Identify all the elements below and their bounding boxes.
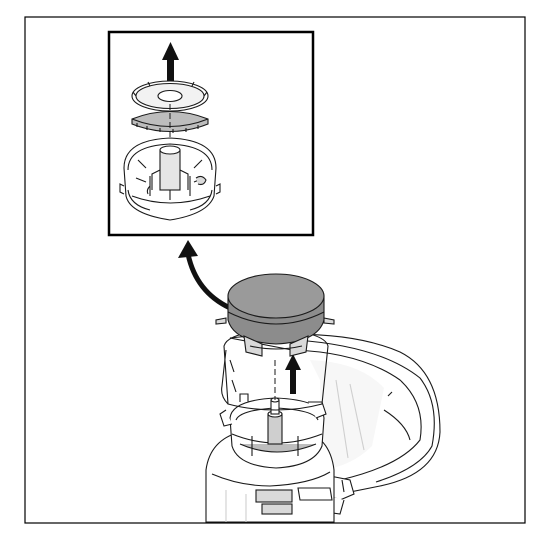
- spool-cover-cap: [215, 273, 335, 357]
- small-up-arrow-icon: [285, 354, 301, 394]
- spool-base: [131, 111, 209, 133]
- spool-seat: [219, 393, 327, 469]
- spool-disc: [131, 80, 209, 112]
- up-arrow-icon: [162, 42, 179, 89]
- trimmer-assembly: [205, 273, 441, 523]
- detail-inset: [107, 30, 315, 237]
- curved-arrow-icon: [178, 240, 233, 311]
- outer-frame: [24, 16, 526, 524]
- spool-housing: [119, 137, 221, 221]
